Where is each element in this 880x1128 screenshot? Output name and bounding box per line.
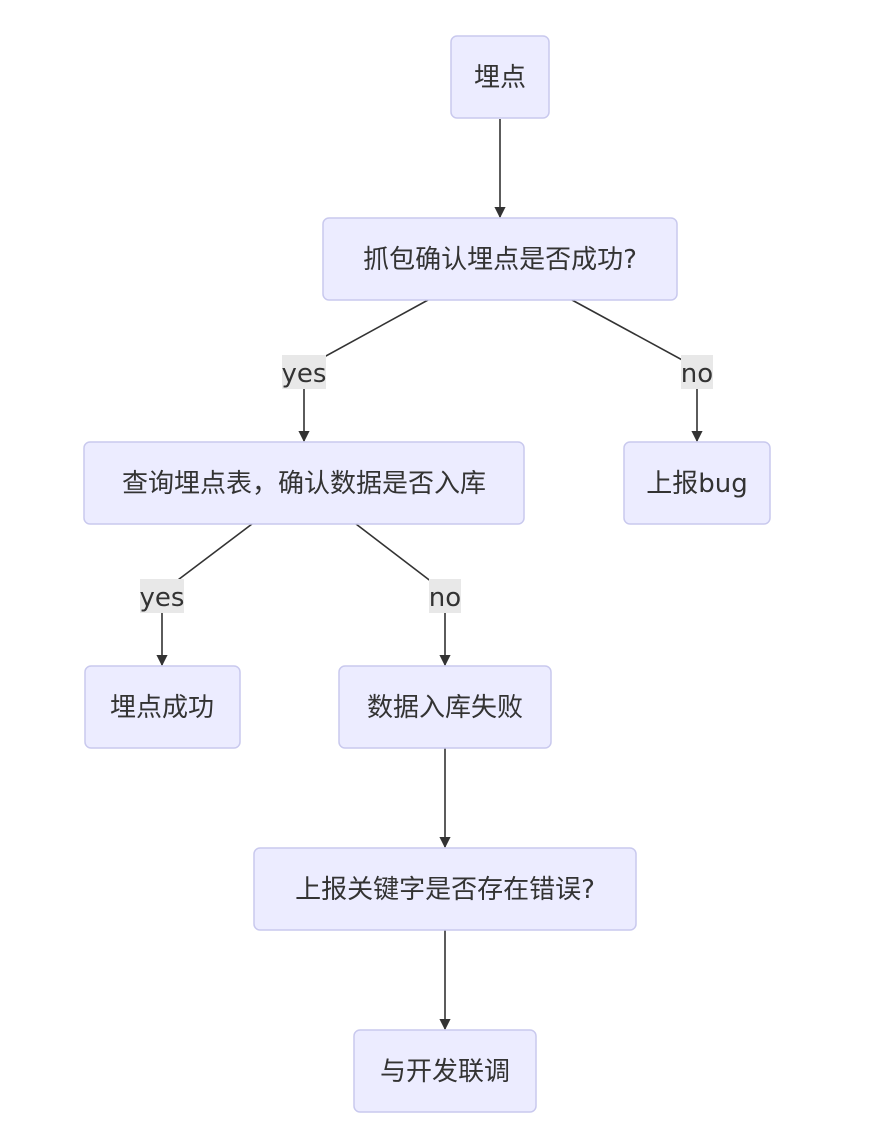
node-debug-with-dev-label: 与开发联调 <box>380 1057 510 1087</box>
edge-label-capture-no: no <box>681 355 713 389</box>
node-check-keywords-label: 上报关键字是否存在错误? <box>295 875 595 905</box>
node-debug-with-dev: 与开发联调 <box>353 1029 537 1113</box>
node-start-label: 埋点 <box>474 63 526 93</box>
edge-check-to-bug <box>571 299 703 443</box>
node-storage-fail: 数据入库失败 <box>338 665 552 749</box>
node-query-table-label: 查询埋点表，确认数据是否入库 <box>122 469 486 499</box>
node-start: 埋点 <box>450 35 550 119</box>
edge-label-capture-yes-text: yes <box>282 359 327 389</box>
node-check-capture-label: 抓包确认埋点是否成功? <box>363 245 637 275</box>
node-storage-fail-label: 数据入库失败 <box>367 693 523 723</box>
node-report-bug: 上报bug <box>623 441 771 525</box>
edge-label-query-no: no <box>429 579 461 613</box>
node-success: 埋点成功 <box>84 665 241 749</box>
node-report-bug-label: 上报bug <box>646 469 748 499</box>
edge-label-query-no-text: no <box>429 583 461 613</box>
node-check-capture: 抓包确认埋点是否成功? <box>322 217 678 301</box>
edge-label-capture-no-text: no <box>681 359 713 389</box>
node-success-label: 埋点成功 <box>110 693 214 723</box>
edge-label-query-yes: yes <box>140 579 185 613</box>
edge-label-query-yes-text: yes <box>140 583 185 613</box>
node-check-keywords: 上报关键字是否存在错误? <box>253 847 637 931</box>
edge-label-capture-yes: yes <box>282 355 327 389</box>
node-query-table: 查询埋点表，确认数据是否入库 <box>83 441 525 525</box>
